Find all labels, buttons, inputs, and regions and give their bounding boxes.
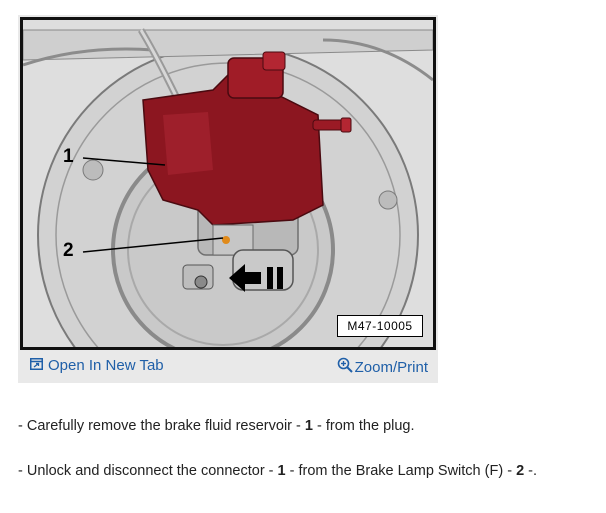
figure-illustration[interactable]: 1 2 M47-10005 — [20, 17, 436, 350]
step-text: - Carefully remove the brake fluid reser… — [18, 418, 305, 434]
step-text: - Unlock and disconnect the connector - — [18, 463, 278, 479]
figure-link-bar: Open In New Tab Zoom/Print — [18, 349, 438, 379]
open-new-tab-icon — [30, 357, 43, 374]
callout-2: 2 — [63, 240, 74, 261]
figure-panel: 1 2 M47-10005 Open In New Tab — [18, 15, 438, 383]
step-ref: 1 — [304, 418, 313, 434]
zoom-print-link[interactable]: Zoom/Print — [337, 357, 428, 377]
brake-reservoir-illustration — [23, 20, 433, 347]
step-text: -. — [524, 463, 538, 479]
step-ref: 1 — [277, 463, 286, 479]
instruction-step-1: - Carefully remove the brake fluid reser… — [18, 415, 598, 437]
magnifier-plus-icon — [337, 357, 353, 377]
figure-id-label: M47-10005 — [337, 315, 423, 337]
open-in-new-tab-link[interactable]: Open In New Tab — [30, 357, 164, 374]
zoom-print-label: Zoom/Print — [354, 358, 428, 376]
instruction-list: - Carefully remove the brake fluid reser… — [18, 415, 598, 482]
instruction-step-2: - Unlock and disconnect the connector - … — [18, 460, 598, 482]
open-in-new-tab-label: Open In New Tab — [48, 357, 164, 374]
step-ref: 2 — [516, 463, 525, 479]
step-text: - from the Brake Lamp Switch (F) - — [285, 463, 517, 479]
step-text: - from the plug. — [312, 418, 415, 434]
callout-1: 1 — [63, 146, 74, 167]
